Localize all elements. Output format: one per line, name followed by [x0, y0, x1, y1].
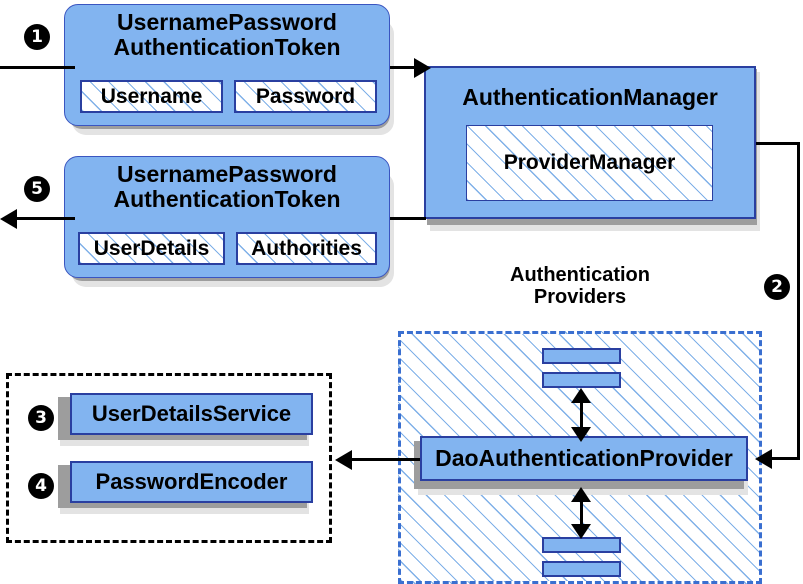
response-token-title-line2: AuthenticationToken: [113, 185, 341, 212]
provider-top-connector-line: [580, 393, 583, 431]
provider-to-services-line: [352, 458, 420, 461]
incoming-request-line: [0, 66, 75, 69]
provider-to-services-arrowhead: [335, 450, 352, 470]
passwordencoder-label: PasswordEncoder: [95, 469, 288, 494]
authentication-manager-title: AuthenticationManager: [424, 85, 756, 110]
step-badge-3: 3: [28, 405, 54, 431]
authentication-providers-label-line1: Authentication: [510, 264, 650, 286]
request-token-field-password: Password: [234, 80, 377, 113]
authentication-manager-title-text: AuthenticationManager: [462, 84, 718, 110]
request-token-field-username-label: Username: [100, 84, 203, 108]
provider-top-connector-arrow-down: [571, 427, 591, 442]
response-token-title: UsernamePassword AuthenticationToken: [64, 162, 390, 212]
authentication-providers-label-line2: Providers: [533, 286, 627, 309]
manager-to-provider-line-top: [756, 142, 800, 145]
request-token-field-username: Username: [80, 80, 223, 113]
provider-bottom-connector-arrow-up: [571, 487, 591, 502]
manager-to-provider-arrowhead: [755, 449, 772, 469]
response-outgoing-line: [17, 217, 75, 220]
step-badge-1: 1: [24, 24, 50, 50]
provider-manager-label: ProviderManager: [503, 151, 676, 174]
passwordencoder-box: PasswordEncoder: [70, 461, 313, 503]
provider-manager-box: ProviderManager: [466, 125, 713, 201]
step-badge-5: 5: [24, 176, 50, 202]
provider-bottom-connector-arrow-down: [571, 524, 591, 539]
provider-bar-bottom-1: [542, 537, 621, 553]
support-services-container: [6, 373, 332, 543]
response-token-title-line1: UsernamePassword: [117, 161, 337, 187]
request-token-title: UsernamePassword AuthenticationToken: [64, 10, 390, 60]
response-token-field-authorities-label: Authorities: [251, 236, 362, 260]
request-to-manager-arrowhead: [414, 58, 431, 78]
provider-bar-bottom-2: [542, 561, 621, 577]
dao-authentication-provider-label: DaoAuthenticationProvider: [435, 445, 733, 471]
request-token-title-line2: AuthenticationToken: [113, 33, 341, 60]
request-token-title-line1: UsernamePassword: [117, 9, 337, 35]
manager-to-response-line: [390, 217, 426, 220]
provider-bottom-connector-line: [580, 492, 583, 528]
manager-to-provider-line-vertical: [797, 142, 800, 460]
provider-bar-top-2: [542, 372, 621, 388]
response-outgoing-arrowhead: [0, 209, 17, 229]
manager-to-provider-line-bottom: [772, 457, 800, 460]
step-badge-2: 2: [764, 274, 790, 300]
step-badge-4: 4: [28, 473, 54, 499]
authentication-providers-label: Authentication Providers: [460, 264, 700, 309]
userdetailsservice-box: UserDetailsService: [70, 393, 313, 435]
provider-top-connector-arrow-up: [571, 388, 591, 403]
response-token-field-userdetails: UserDetails: [78, 232, 225, 265]
response-token-field-authorities: Authorities: [236, 232, 377, 265]
provider-bar-top-1: [542, 348, 621, 364]
dao-authentication-provider-box: DaoAuthenticationProvider: [420, 436, 748, 481]
userdetailsservice-label: UserDetailsService: [91, 401, 292, 426]
request-to-manager-line: [390, 66, 422, 69]
request-token-field-password-label: Password: [255, 84, 356, 108]
response-token-field-userdetails-label: UserDetails: [93, 236, 210, 260]
